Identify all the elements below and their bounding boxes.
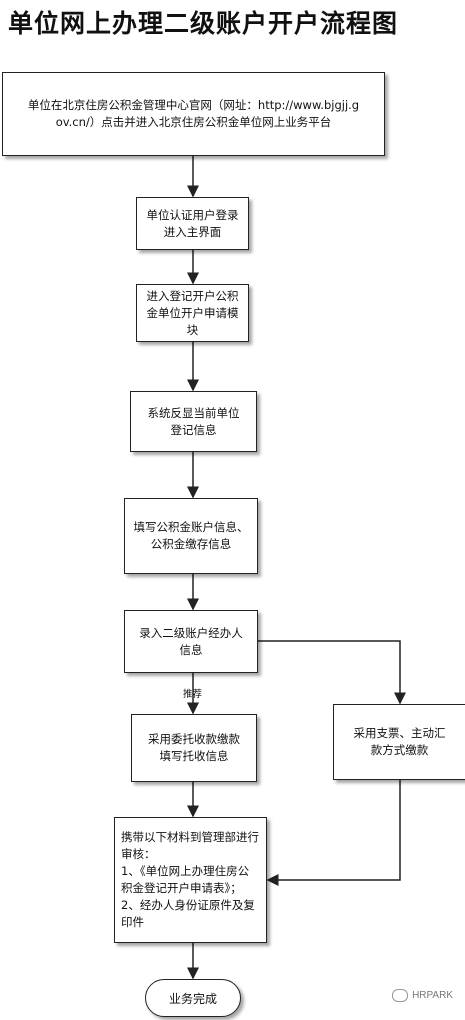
step-text-6: 录入二级账户经办人信息: [139, 625, 243, 657]
step-box-6: 录入二级账户经办人信息: [124, 610, 258, 673]
step-text-3: 进入登记开户公积金单位开户申请模块: [146, 288, 239, 337]
step-8-line-3: 2、经办人身份证原件及复印件: [121, 898, 255, 929]
step-box-1: 单位在北京住房公积金管理中心官网（网址：http://www.bjgjj.gov…: [2, 72, 385, 156]
step-box-8: 携带以下材料到管理部进行审核： 1、《单位网上办理住房公积金登记开户申请表》； …: [114, 817, 267, 943]
end-terminal: 业务完成: [145, 979, 241, 1017]
step-box-4: 系统反显当前单位登记信息: [130, 391, 257, 452]
step-text-1: 单位在北京住房公积金管理中心官网（网址：http://www.bjgjj.gov…: [27, 98, 360, 129]
step-text-4: 系统反显当前单位登记信息: [147, 405, 240, 437]
edge-label-recommended: 推荐: [183, 689, 203, 700]
page-title: 单位网上办理二级账户开户流程图: [8, 9, 399, 38]
arrow-7b-8: [266, 780, 401, 886]
chat-bubble-icon: [392, 989, 409, 1002]
step-box-2: 单位认证用户登录进入主界面: [136, 197, 249, 250]
watermark-text: HRPARK: [412, 990, 453, 1001]
step-8-line-2: 1、《单位网上办理住房公积金登记开户申请表》；: [121, 864, 250, 895]
step-box-7a: 采用委托收款缴款填写托收信息: [131, 714, 257, 782]
step-text-2: 单位认证用户登录进入主界面: [146, 207, 239, 239]
step-text-7b: 采用支票、主动汇款方式缴款: [353, 726, 446, 757]
step-8-line-1: 携带以下材料到管理部进行审核：: [121, 830, 259, 861]
step-text-7a: 采用委托收款缴款填写托收信息: [148, 732, 240, 763]
step-box-7b: 采用支票、主动汇款方式缴款: [333, 704, 465, 780]
step-box-5: 填写公积金账户信息、公积金缴存信息: [124, 498, 258, 574]
step-text-5: 填写公积金账户信息、公积金缴存信息: [133, 520, 249, 551]
end-text: 业务完成: [168, 991, 217, 1006]
arrow-6-7b: [258, 640, 406, 705]
step-box-3: 进入登记开户公积金单位开户申请模块: [136, 284, 249, 342]
watermark: HRPARK: [392, 989, 453, 1002]
